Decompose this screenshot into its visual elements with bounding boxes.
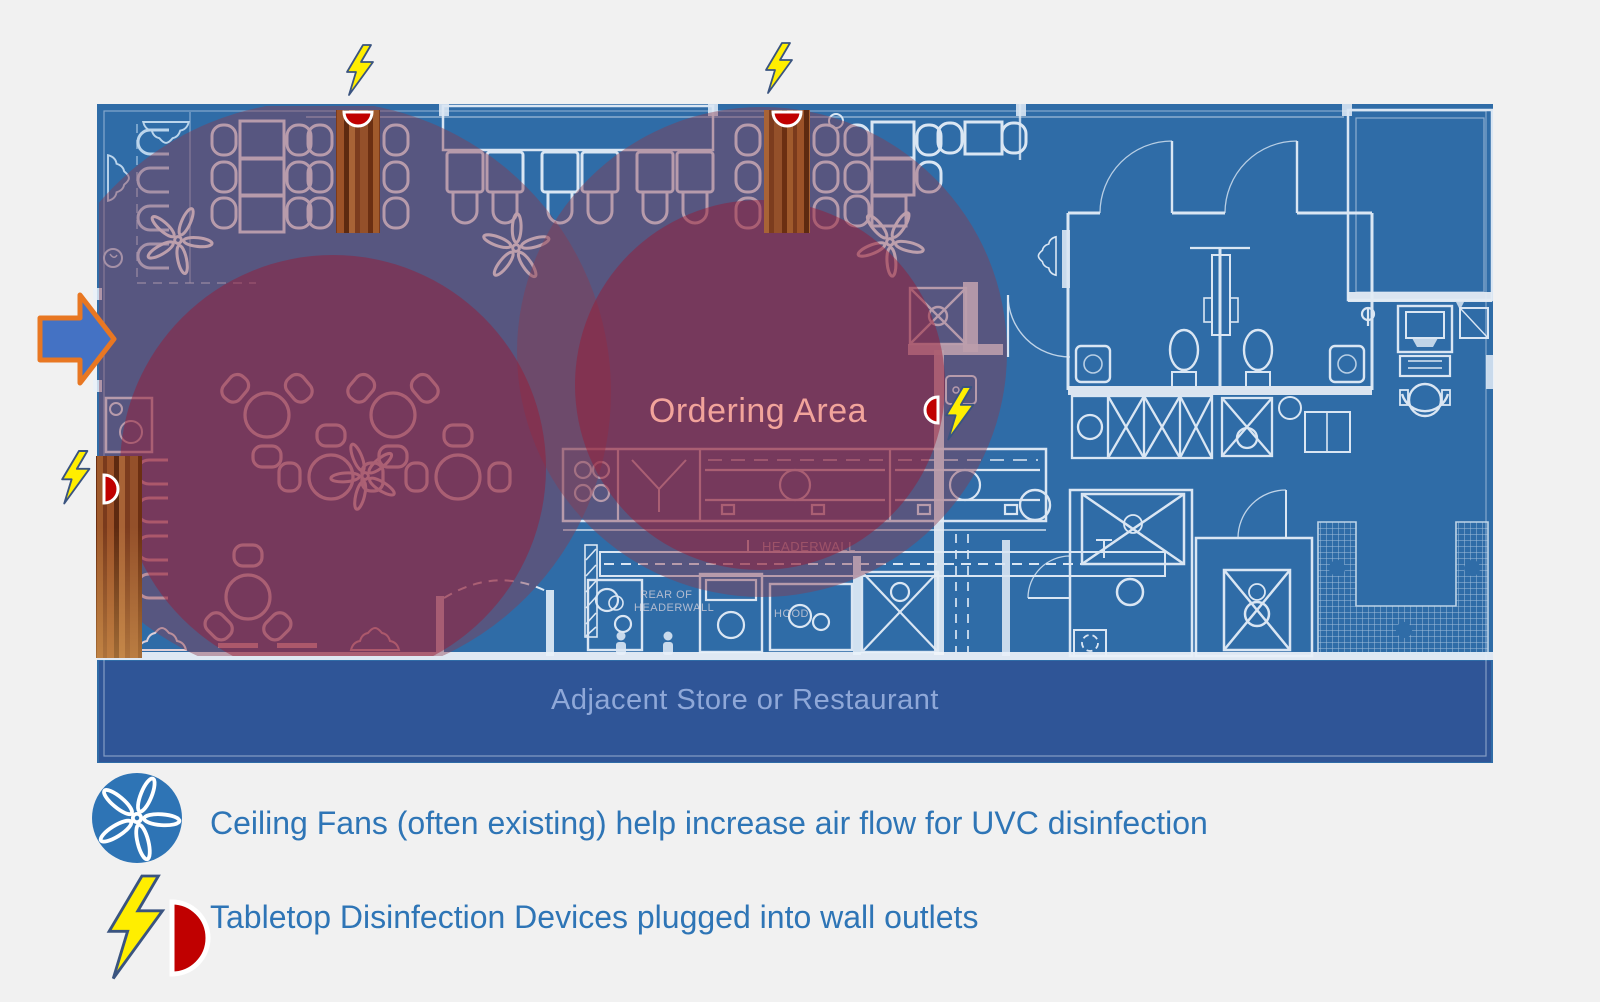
dining-tables-top-right <box>843 120 1028 228</box>
storage-room-1 <box>1027 488 1194 658</box>
ceiling-fan-icon <box>92 773 182 863</box>
disinfection-device-icon <box>771 110 803 128</box>
uvc-coverage-zones <box>99 106 1007 656</box>
disinfection-device-icon <box>169 899 211 977</box>
legend-ceiling-fan: Ceiling Fans (often existing) help incre… <box>87 765 1208 869</box>
disinfection-device-icon <box>102 473 120 505</box>
blueprint-labels: HEADERWALL REAR OF HEADERWALL HOOD <box>634 539 856 620</box>
window-counter-seats <box>441 104 715 225</box>
uvc-zone-right-inner <box>575 200 945 570</box>
person-icon <box>616 631 673 655</box>
communal-table-2-chairs <box>734 113 844 230</box>
adjacent-band-label: Adjacent Store or Restaurant <box>551 684 939 716</box>
ordering-area-label: Ordering Area <box>649 392 867 430</box>
side-station <box>104 396 154 454</box>
uvc-zone-left-inner <box>120 255 546 656</box>
office-desk <box>1360 302 1494 418</box>
legend-ceiling-fan-label: Ceiling Fans (often existing) help incre… <box>210 805 1208 841</box>
disinfection-device-icon <box>923 395 940 425</box>
patio-counter <box>1317 521 1489 655</box>
restrooms <box>1066 140 1374 395</box>
wall-table-3-chairs <box>135 458 401 652</box>
legend: Ceiling Fans (often existing) help incre… <box>87 765 1208 980</box>
kitchen-equipment <box>586 556 940 655</box>
future-doorway <box>436 579 554 656</box>
wall-booth-seats <box>103 112 256 284</box>
legend-tabletop-device-label: Tabletop Disinfection Devices plugged in… <box>210 899 978 935</box>
hood-label: HOOD <box>774 608 809 620</box>
legend-tabletop-device: Tabletop Disinfection Devices plugged in… <box>107 874 978 980</box>
lightning-bolt-icon <box>346 44 374 96</box>
entrance-arrow-icon <box>37 292 117 386</box>
headerwall-label: HEADERWALL <box>762 539 856 554</box>
disinfection-device-icon <box>342 110 374 128</box>
tabletop-devices <box>102 110 940 505</box>
dining-tables-top-left <box>210 119 313 234</box>
sink-icon <box>1074 344 1366 384</box>
blueprint-linework: HEADERWALL REAR OF HEADERWALL HOOD <box>93 104 1494 757</box>
mop-room <box>908 104 1071 358</box>
lightning-bolt-icon <box>107 874 164 980</box>
uvc-zone-right-outer <box>517 107 1007 597</box>
lightning-bolt-icon <box>765 42 793 94</box>
lightning-bolt-icon <box>61 450 91 505</box>
rear-headerwall-label-2: HEADERWALL <box>634 602 714 614</box>
walk-in-room <box>1346 108 1494 302</box>
storage-room-2 <box>1194 489 1314 658</box>
prep-sinks <box>1070 394 1351 460</box>
round-tables <box>199 369 512 646</box>
toilet-icon <box>1168 328 1274 389</box>
rear-headerwall-label-1: REAR OF <box>640 589 692 601</box>
uvc-zone-left-outer <box>99 106 611 656</box>
adjacent-band <box>99 661 1491 762</box>
wood-table-2 <box>764 110 810 233</box>
ordering-counter <box>561 447 1048 531</box>
office-chair-icon <box>1399 382 1451 418</box>
hatched-wall <box>584 544 598 638</box>
wood-table-1 <box>336 110 380 233</box>
